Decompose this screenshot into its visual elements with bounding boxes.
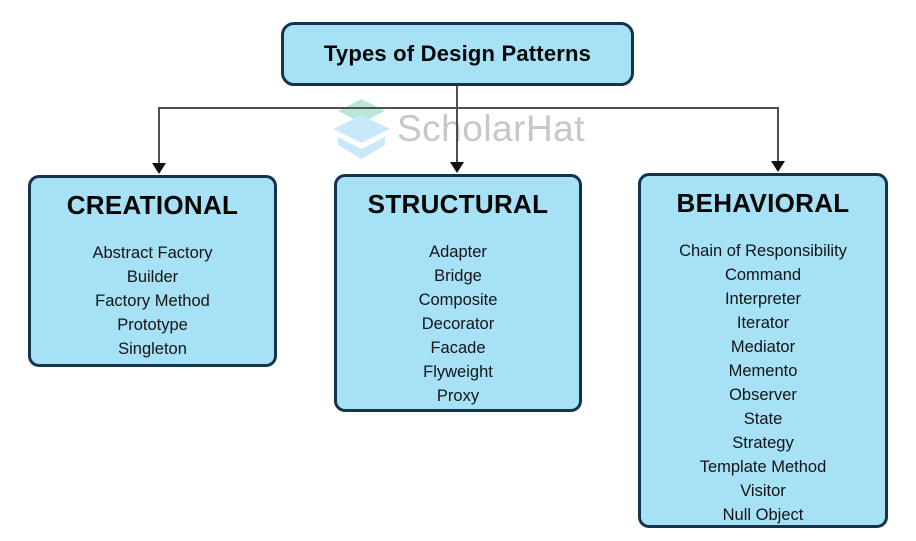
pattern-item: Decorator <box>421 315 495 333</box>
pattern-item: Memento <box>728 362 798 380</box>
pattern-item: Null Object <box>722 506 804 524</box>
category-box-structural: STRUCTURAL Adapter Bridge Composite Deco… <box>334 174 582 412</box>
arrowhead-behavioral <box>771 161 785 172</box>
category-title-structural: STRUCTURAL <box>367 189 549 219</box>
pattern-item: Observer <box>729 386 797 404</box>
pattern-item: Singleton <box>118 340 187 358</box>
pattern-item: Flyweight <box>423 363 493 381</box>
category-box-creational: CREATIONAL Abstract Factory Builder Fact… <box>28 175 277 367</box>
pattern-item: Builder <box>126 268 179 286</box>
pattern-item: State <box>743 410 783 428</box>
pattern-item: Visitor <box>740 482 786 500</box>
pattern-item: Strategy <box>732 434 794 452</box>
pattern-item: Prototype <box>117 316 188 334</box>
pattern-item: Template Method <box>699 458 827 476</box>
category-title-behavioral: BEHAVIORAL <box>676 188 850 218</box>
pattern-item: Facade <box>430 339 486 357</box>
pattern-item: Composite <box>418 291 498 309</box>
category-title-creational: CREATIONAL <box>66 190 239 220</box>
pattern-item: Chain of Responsibility <box>679 242 847 260</box>
pattern-list-creational: Abstract Factory Builder Factory Method … <box>31 241 274 361</box>
connector-title-to-structural <box>456 85 458 167</box>
connector-horizontal <box>158 107 779 109</box>
pattern-item: Command <box>724 266 802 284</box>
pattern-item: Factory Method <box>95 292 210 310</box>
pattern-item: Mediator <box>730 338 796 356</box>
arrowhead-structural <box>450 162 464 173</box>
diagram-title: Types of Design Patterns <box>323 41 592 66</box>
pattern-list-structural: Adapter Bridge Composite Decorator Facad… <box>337 240 579 408</box>
title-box: Types of Design Patterns <box>281 22 634 86</box>
arrowhead-creational <box>152 163 166 174</box>
pattern-list-behavioral: Chain of Responsibility Command Interpre… <box>641 239 885 527</box>
pattern-item: Iterator <box>736 314 790 332</box>
pattern-item: Bridge <box>434 267 482 285</box>
connector-to-behavioral <box>777 107 779 165</box>
pattern-item: Proxy <box>436 387 480 405</box>
pattern-item: Abstract Factory <box>92 244 213 262</box>
connector-to-creational <box>158 107 160 165</box>
pattern-item: Adapter <box>429 243 487 261</box>
pattern-item: Interpreter <box>724 290 802 308</box>
category-box-behavioral: BEHAVIORAL Chain of Responsibility Comma… <box>638 173 888 528</box>
